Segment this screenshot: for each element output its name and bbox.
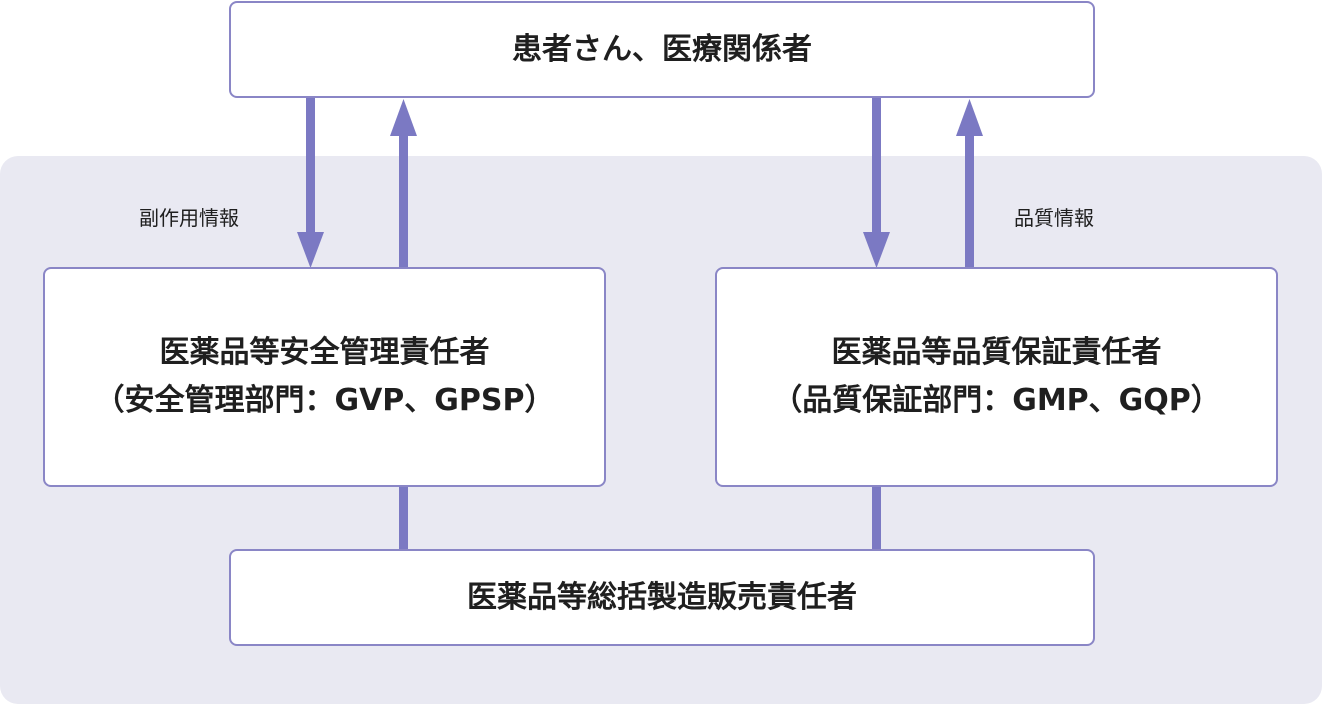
arrow-up-right-head (956, 99, 983, 136)
patients-medical-professionals-label: 患者さん、医療関係者 (512, 31, 812, 67)
quality-assurance-department-subtitle: （品質保証部門：GMP、GQP） (772, 383, 1221, 418)
patients-medical-professionals-box: 患者さん、医療関係者 (229, 1, 1095, 98)
adverse-reaction-info-label: 副作用情報 (139, 206, 239, 230)
quality-assurance-manager-box: 医薬品等品質保証責任者 （品質保証部門：GMP、GQP） (715, 267, 1278, 487)
safety-management-manager-title: 医薬品等安全管理責任者 (159, 335, 490, 370)
general-marketing-manager-label: 医薬品等総括製造販売責任者 (467, 579, 857, 615)
safety-management-manager-box: 医薬品等安全管理責任者 （安全管理部門：GVP、GPSP） (43, 267, 606, 487)
quality-info-label: 品質情報 (1014, 206, 1094, 230)
arrow-up-left-head (390, 99, 417, 136)
quality-assurance-manager-title: 医薬品等品質保証責任者 (831, 335, 1162, 370)
general-marketing-manager-box: 医薬品等総括製造販売責任者 (229, 549, 1095, 646)
safety-management-department-subtitle: （安全管理部門：GVP、GPSP） (94, 383, 555, 418)
